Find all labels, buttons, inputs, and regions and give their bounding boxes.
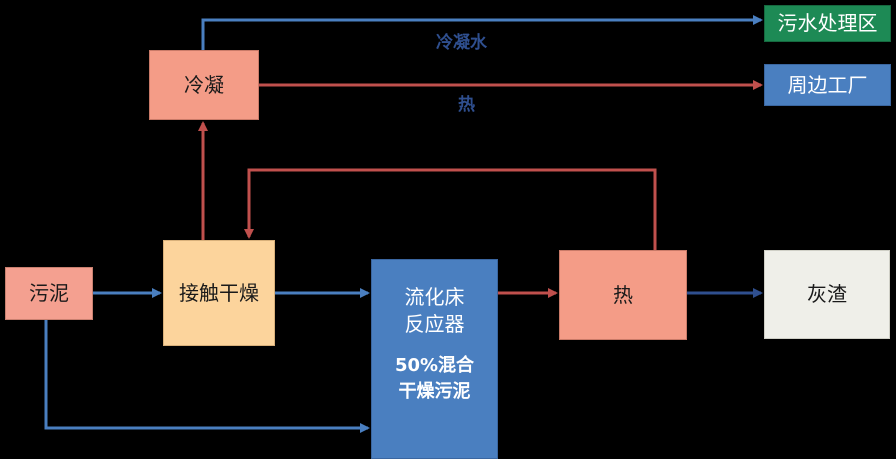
arrow-sludge-bypass-to-reactor — [44, 320, 370, 433]
node-ash: 灰渣 — [764, 250, 890, 339]
label-condensate-water: 冷凝水 — [436, 33, 487, 53]
node-heat: 热 — [559, 250, 687, 340]
arrow-condensation-to-wastewater — [201, 15, 763, 50]
node-fluidized-bed-reactor: 流化床 反应器 50%混合 干燥污泥 — [371, 259, 498, 459]
node-contact-drying-label: 接触干燥 — [179, 280, 259, 305]
reactor-label-line1: 流化床 — [404, 285, 465, 309]
reactor-label-line2: 反应器 — [404, 312, 465, 336]
arrow-heat-recycle-to-drying — [244, 168, 657, 250]
node-condensation: 冷凝 — [149, 50, 259, 120]
node-wastewater-plant: 污水处理区 — [764, 5, 891, 42]
reactor-note-line1: 50%混合 — [394, 355, 475, 376]
reactor-note-line2: 干燥污泥 — [398, 381, 471, 403]
node-nearby-factory-label: 周边工厂 — [787, 72, 868, 97]
node-heat-label: 热 — [613, 282, 633, 307]
node-ash-label: 灰渣 — [807, 282, 847, 306]
node-sludge-label: 污泥 — [29, 281, 69, 305]
node-nearby-factory: 周边工厂 — [764, 64, 891, 106]
node-contact-drying: 接触干燥 — [163, 240, 275, 346]
node-condensation-label: 冷凝 — [184, 72, 224, 97]
label-heat-to-factory: 热 — [458, 95, 475, 115]
node-wastewater-plant-label: 污水处理区 — [777, 11, 878, 35]
node-sludge: 污泥 — [5, 267, 93, 320]
